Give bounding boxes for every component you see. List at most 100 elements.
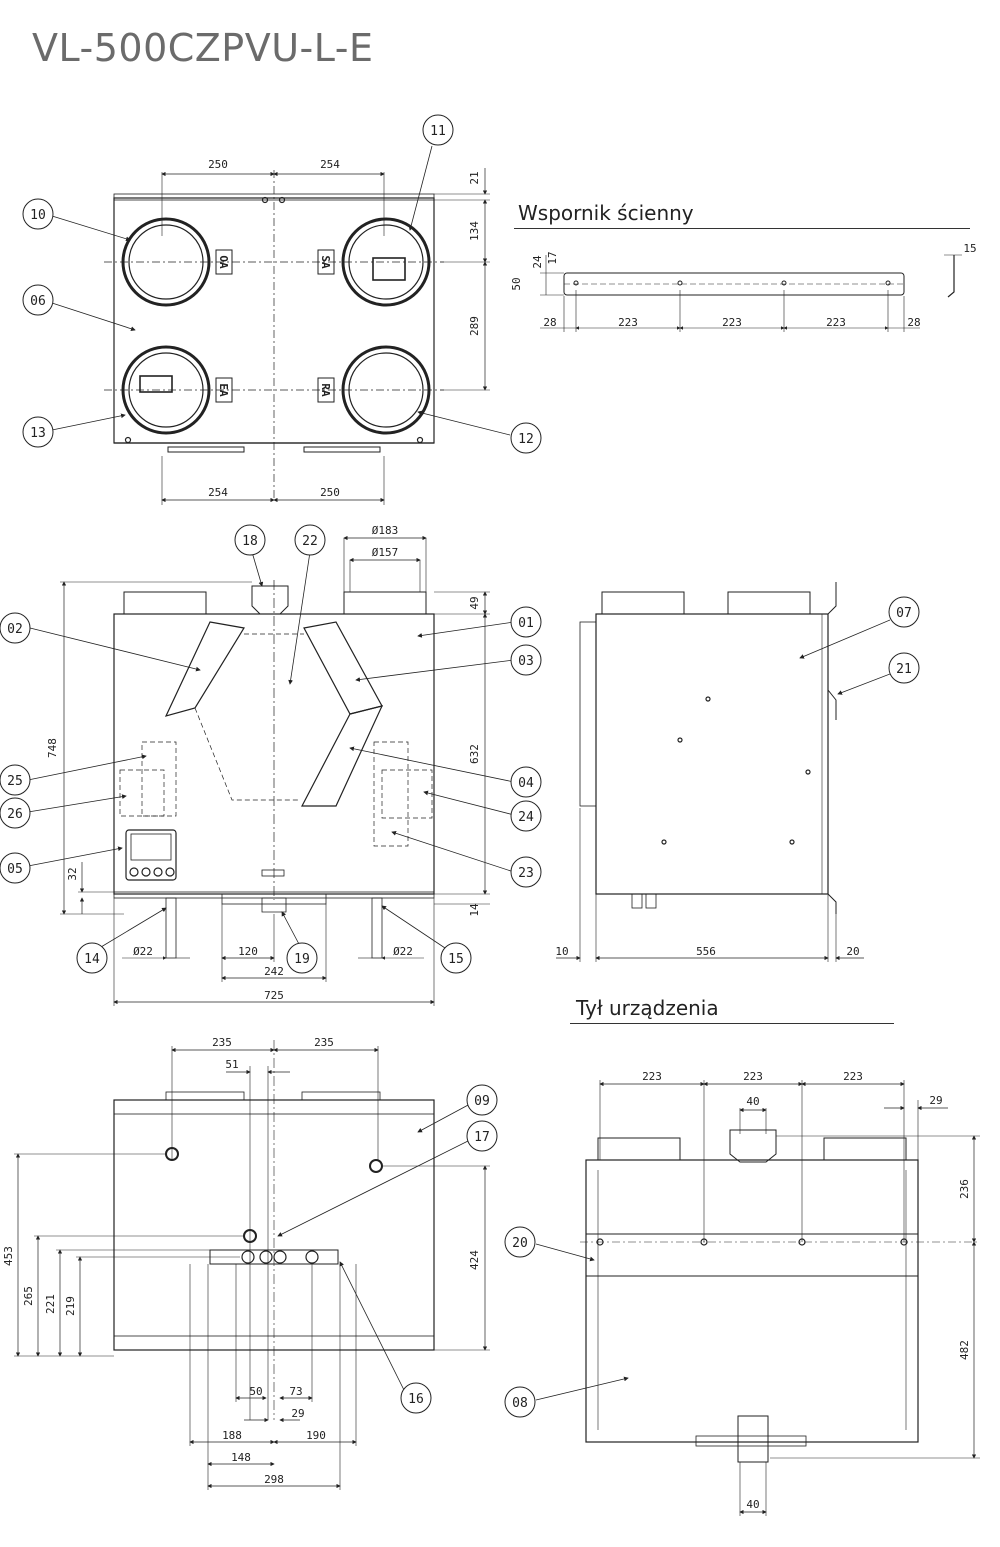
dim-label: 254 [320, 158, 340, 171]
wall-bracket-rule [514, 228, 970, 229]
dimension-label: 17 [546, 251, 559, 264]
dimension-label: 50 [510, 277, 523, 290]
dimension-label: 15 [963, 242, 976, 255]
rear-view [535, 1080, 980, 1516]
bottom-view-dims: 235 235 51 453 265 221 219 424 50 73 29 … [2, 1036, 481, 1486]
front-view [27, 535, 515, 1006]
dimension-label: Ø22 [393, 945, 413, 958]
dimension-label: 49 [468, 596, 481, 609]
oa-duct-outer [121, 217, 211, 307]
callout-08: 08 [512, 1396, 528, 1411]
callout-19: 19 [294, 952, 310, 967]
callout-13: 13 [30, 426, 46, 441]
callout-20: 20 [512, 1236, 528, 1251]
callout-09: 09 [474, 1094, 490, 1109]
dimension-label: 29 [291, 1407, 304, 1420]
dimension-label: 221 [44, 1294, 57, 1314]
dimension-label: 632 [468, 744, 481, 764]
dim-label: 21 [468, 171, 481, 184]
side-view-body [595, 613, 829, 895]
callout-labels: 10 06 13 11 12 02 01 03 04 24 23 25 26 0… [7, 124, 912, 1411]
dimension-label: 14 [468, 903, 481, 917]
dimension-label: 219 [64, 1296, 77, 1316]
wall-bracket-title: Wspornik ścienny [518, 201, 694, 225]
callout-14: 14 [84, 952, 100, 967]
callout-16: 16 [408, 1392, 424, 1407]
wall-bracket-dims: 24 17 50 15 28 223 223 223 28 [510, 242, 977, 329]
dimension-label: 298 [264, 1473, 284, 1486]
ra-duct-outer [341, 345, 431, 435]
callout-11: 11 [430, 124, 446, 139]
top-view [51, 145, 511, 505]
dim-label: 134 [468, 221, 481, 241]
callout-18: 18 [242, 534, 258, 549]
dim-label: 254 [208, 486, 228, 499]
dimension-label: 24 [531, 255, 544, 269]
dimension-label: 453 [2, 1246, 15, 1266]
dimension-label: 725 [264, 989, 284, 1002]
dimension-label: 120 [238, 945, 258, 958]
callout-22: 22 [302, 534, 318, 549]
dimension-label: 223 [843, 1070, 863, 1083]
page-title: VL-500CZPVU-L-E [32, 26, 374, 70]
controller-panel [125, 829, 177, 881]
callout-15: 15 [448, 952, 464, 967]
callout-12: 12 [518, 432, 534, 447]
dimension-label: 265 [22, 1286, 35, 1306]
dimension-label: 73 [289, 1385, 302, 1398]
dimension-label: Ø22 [133, 945, 153, 958]
rear-view-rule [570, 1023, 894, 1024]
callouts [0, 114, 920, 1418]
front-view-dims: Ø183 Ø157 49 748 632 32 14 Ø22 Ø22 120 2… [46, 524, 481, 1002]
callout-24: 24 [518, 810, 534, 825]
port-ea-label: EA [217, 383, 230, 397]
bottom-view [14, 1040, 490, 1490]
callout-26: 26 [7, 807, 23, 822]
dimension-label: 223 [642, 1070, 662, 1083]
callout-03: 03 [518, 654, 534, 669]
callout-10: 10 [30, 208, 46, 223]
dimension-label: 223 [743, 1070, 763, 1083]
dimension-label: 748 [46, 738, 59, 758]
dimension-label: 28 [543, 316, 556, 329]
dimension-label: 20 [846, 945, 859, 958]
dimension-label: 556 [696, 945, 716, 958]
top-view-dims: 250 254 254 250 21 134 289 [208, 158, 481, 499]
dimension-label: 51 [225, 1058, 238, 1071]
dimension-label: 10 [555, 945, 568, 958]
dimension-label: 40 [746, 1498, 759, 1511]
wall-bracket-drawing [540, 254, 962, 332]
callout-02: 02 [7, 622, 23, 637]
dimension-label: 188 [222, 1429, 242, 1442]
dimension-label: 190 [306, 1429, 326, 1442]
dimension-label: 223 [618, 316, 638, 329]
callout-21: 21 [896, 662, 912, 677]
dimension-label: 235 [212, 1036, 232, 1049]
side-view [556, 582, 891, 962]
dimension-label: 29 [929, 1094, 942, 1107]
top-view-port-labels: OA SA EA RA [217, 255, 332, 397]
callout-04: 04 [518, 776, 534, 791]
callout-25: 25 [7, 774, 23, 789]
dimension-label: 223 [826, 316, 846, 329]
rear-view-title: Tył urządzenia [576, 996, 719, 1020]
dimension-label: 424 [468, 1250, 481, 1270]
ea-duct-outer [121, 345, 211, 435]
callout-06: 06 [30, 294, 46, 309]
sa-duct-outer [341, 217, 431, 307]
dimension-label: 50 [249, 1385, 262, 1398]
rear-view-dims: 223 223 223 40 29 236 482 40 [642, 1070, 971, 1511]
callout-01: 01 [518, 616, 534, 631]
port-ra-label: RA [319, 383, 332, 397]
port-sa-label: SA [319, 255, 332, 269]
dimension-label: Ø157 [372, 546, 399, 559]
dimension-label: 236 [958, 1179, 971, 1199]
dimension-label: 32 [66, 867, 79, 880]
dimension-label: 482 [958, 1340, 971, 1360]
side-view-dims: 10 556 20 [555, 945, 859, 958]
dim-label: 289 [468, 316, 481, 336]
callout-05: 05 [7, 862, 23, 877]
dimension-label: 242 [264, 965, 284, 978]
dimension-label: 235 [314, 1036, 334, 1049]
